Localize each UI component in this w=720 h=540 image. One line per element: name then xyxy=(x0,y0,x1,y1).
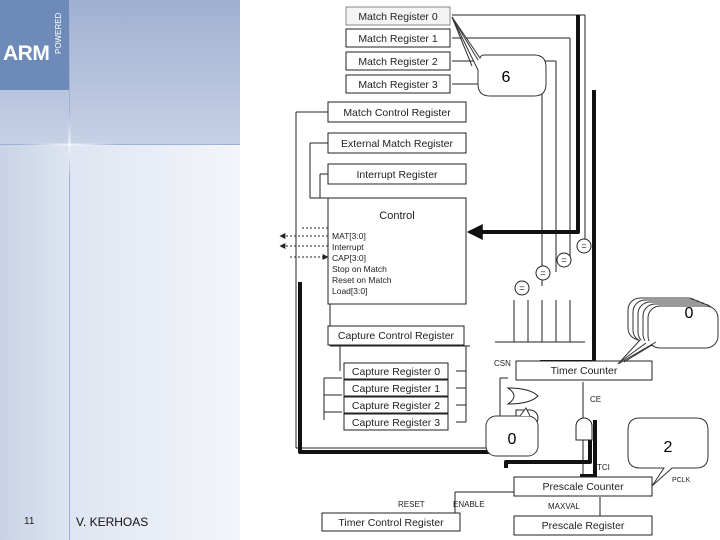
svg-text:Match Control Register: Match Control Register xyxy=(343,107,451,119)
svg-text:0: 0 xyxy=(508,431,517,448)
sidebar-divider-horizontal xyxy=(0,144,240,145)
svg-text:Match Register 1: Match Register 1 xyxy=(358,33,438,45)
arm-logo: ARM POWERED xyxy=(0,0,70,90)
svg-text:Prescale Register: Prescale Register xyxy=(542,520,625,532)
or-gate xyxy=(506,387,539,405)
tci-label: TCI xyxy=(597,463,610,472)
match-register-0: Match Register 0 xyxy=(345,6,451,26)
ce-label: CE xyxy=(590,395,601,404)
svg-text:Match Register 2: Match Register 2 xyxy=(358,56,438,68)
svg-text:=: = xyxy=(561,255,566,265)
svg-text:Timer Counter: Timer Counter xyxy=(551,365,618,377)
csn-label: CSN xyxy=(494,359,511,368)
external-match-register: External Match Register xyxy=(327,132,467,154)
svg-text:2: 2 xyxy=(664,439,673,456)
capture-register-3: Capture Register 3 xyxy=(343,413,449,431)
capture-control-register: Capture Control Register xyxy=(327,325,465,346)
comparator-3: = xyxy=(514,280,530,296)
svg-text:Interrupt Register: Interrupt Register xyxy=(356,169,438,181)
match-register-1: Match Register 1 xyxy=(345,28,451,48)
maxval-label: MAXVAL xyxy=(548,502,580,511)
prescale-register: Prescale Register xyxy=(513,515,653,536)
slide-number: 11 xyxy=(24,516,35,527)
timer-control-register: Timer Control Register xyxy=(321,512,461,532)
control-signal-3: Stop on Match xyxy=(332,264,387,274)
sidebar-divider-vertical xyxy=(69,0,70,540)
callout-timer-value: 0 xyxy=(617,297,719,365)
callout-prescale-value: 2 xyxy=(627,417,709,487)
slide-author: V. KERHOAS xyxy=(76,515,149,529)
svg-text:Capture Register 0: Capture Register 0 xyxy=(352,366,440,378)
control-signal-2: CAP[3:0] xyxy=(332,253,366,263)
svg-text:Prescale Counter: Prescale Counter xyxy=(542,481,624,493)
svg-text:Match Register 3: Match Register 3 xyxy=(358,79,438,91)
svg-text:Capture Register 3: Capture Register 3 xyxy=(352,417,440,429)
svg-text:Capture Register 2: Capture Register 2 xyxy=(352,400,440,412)
match-register-3: Match Register 3 xyxy=(345,74,451,94)
match-register-2: Match Register 2 xyxy=(345,51,451,71)
control-output-arrows xyxy=(279,227,329,260)
control-block: Control MAT[3:0] Interrupt CAP[3:0] Stop… xyxy=(327,197,467,305)
control-signal-1: Interrupt xyxy=(332,242,364,252)
svg-text:0: 0 xyxy=(685,305,694,322)
slide-sidebar: ARM POWERED xyxy=(0,0,240,540)
svg-text:Control: Control xyxy=(379,210,414,222)
svg-text:=: = xyxy=(540,268,545,278)
comparator-1: = xyxy=(556,252,572,268)
prescale-counter: Prescale Counter xyxy=(513,476,653,497)
enable-label: ENABLE xyxy=(453,500,485,509)
control-signal-4: Reset on Match xyxy=(332,275,392,285)
callout-gate-value: 0 xyxy=(485,407,539,457)
control-signal-5: Load[3:0] xyxy=(332,286,367,296)
callout-match-value: 6 xyxy=(451,16,547,97)
svg-text:Capture Register 1: Capture Register 1 xyxy=(352,383,440,395)
svg-text:=: = xyxy=(581,241,586,251)
sparkle-vertical xyxy=(68,110,71,180)
control-signal-0: MAT[3:0] xyxy=(332,231,366,241)
capture-register-1: Capture Register 1 xyxy=(343,379,449,397)
pclk-label: PCLK xyxy=(672,477,691,484)
svg-text:External Match Register: External Match Register xyxy=(341,138,454,150)
capture-register-2: Capture Register 2 xyxy=(343,396,449,414)
match-control-register: Match Control Register xyxy=(327,101,467,123)
svg-text:Capture Control Register: Capture Control Register xyxy=(338,330,455,342)
reset-label: RESET xyxy=(398,500,425,509)
svg-text:=: = xyxy=(519,283,524,293)
svg-text:6: 6 xyxy=(502,69,511,86)
capture-register-0: Capture Register 0 xyxy=(343,362,449,380)
comparator-0: = xyxy=(576,238,592,254)
logo-brand: ARM xyxy=(3,42,50,65)
interrupt-register: Interrupt Register xyxy=(327,163,467,185)
timer-counter: Timer Counter xyxy=(515,360,653,381)
svg-text:Timer Control Register: Timer Control Register xyxy=(338,517,444,529)
svg-text:Match Register 0: Match Register 0 xyxy=(358,11,438,23)
and-gate-right xyxy=(575,417,593,441)
comparator-2: = xyxy=(535,265,551,281)
